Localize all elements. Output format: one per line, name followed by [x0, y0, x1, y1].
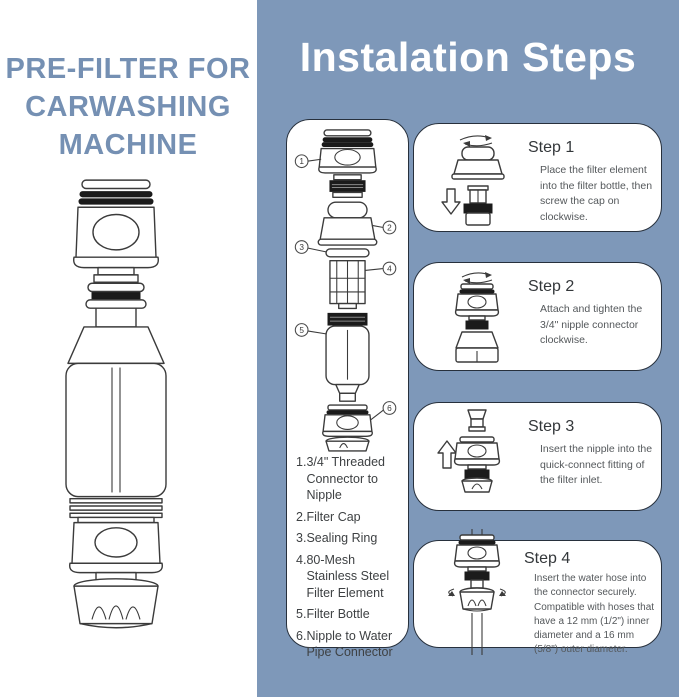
part3-ring-drawing	[325, 248, 370, 258]
part-name: Nipple to Water Pipe Connector	[306, 628, 393, 660]
step4-title: Step 4	[524, 550, 571, 567]
part1-connector-drawing	[318, 129, 377, 174]
part-number: 6.	[296, 628, 307, 643]
part-number: 5.	[296, 607, 307, 621]
callout-6: 6	[370, 401, 397, 421]
parts-list: 1.3/4" Threaded Connector to Nipple 2.Fi…	[296, 454, 402, 666]
callout-5: 5	[294, 323, 327, 337]
product-title-line1: PRE-FILTER FOR	[5, 53, 251, 85]
svg-text:6: 6	[387, 403, 392, 413]
page-title: Instalation Steps	[299, 34, 637, 80]
step-card-4: Step 4 Insert the water hose into the co…	[413, 529, 662, 655]
bottom-connector-drawing	[69, 516, 163, 629]
rotate-arrow-icon	[461, 272, 493, 284]
step3-title: Step 3	[528, 418, 575, 435]
part-item-5: 5.Filter Bottle	[296, 606, 402, 623]
step3-illustration	[437, 409, 501, 493]
filter-body-drawing	[65, 326, 167, 519]
exploded-view-panel: 1 2 3 4 5 6 1.3/4" Threaded Connector to…	[286, 119, 409, 659]
part-number: 3.	[296, 531, 307, 545]
nipple-drawing	[467, 409, 487, 432]
hose-pipe-drawing	[471, 613, 483, 655]
step-card-1: Step 1 Place the filter element into the…	[413, 123, 662, 232]
part-number: 1.	[296, 455, 307, 469]
rotate-arrow-icon	[448, 588, 506, 597]
callout-1: 1	[294, 154, 322, 169]
step2-text: Step 2 Attach and tighten the 3/4" nippl…	[528, 278, 654, 349]
svg-text:2: 2	[387, 222, 392, 232]
step1-illustration	[441, 135, 505, 226]
part-item-1: 1.3/4" Threaded Connector to Nipple	[296, 454, 402, 504]
part-number: 4.	[296, 552, 307, 567]
svg-text:1: 1	[299, 156, 304, 166]
step4-text: Step 4 Insert the water hose into the co…	[524, 550, 656, 658]
bottle-top-drawing	[455, 331, 499, 363]
svg-text:5: 5	[299, 325, 304, 335]
part-name: 3/4" Threaded Connector to Nipple	[306, 455, 386, 502]
part-name: Filter Bottle	[306, 607, 370, 621]
quick-connect-drawing	[453, 436, 501, 493]
callout-3: 3	[294, 240, 327, 254]
assembled-filter-illustration	[65, 179, 167, 629]
step2-body: Attach and tighten the 3/4" nipple conne…	[540, 303, 643, 346]
step4-body: Insert the water hose into the connector…	[534, 573, 655, 656]
product-title-line2: CARWASHING	[25, 91, 231, 123]
part-item-2: 2.Filter Cap	[296, 509, 402, 526]
part2-cap-drawing	[317, 201, 378, 246]
step-card-2: Step 2 Attach and tighten the 3/4" nippl…	[413, 262, 662, 371]
filter-cap-drawing	[451, 146, 505, 180]
step2-illustration	[454, 272, 500, 363]
hose-nut-drawing	[459, 587, 495, 612]
callout-4: 4	[365, 261, 397, 276]
connector-drawing	[454, 283, 500, 330]
step3-text: Step 3 Insert the nipple into the quick-…	[528, 418, 654, 489]
part6-connector-drawing	[322, 404, 373, 452]
connector-drawing	[453, 529, 501, 589]
part-number: 2.	[296, 509, 307, 524]
step3-body: Insert the nipple into the quick-connect…	[540, 443, 653, 486]
svg-text:4: 4	[387, 263, 392, 273]
callout-2: 2	[372, 220, 397, 235]
element-bottle-drawing	[463, 185, 493, 226]
top-connector-drawing	[73, 179, 159, 328]
product-title-line3: MACHINE	[58, 129, 198, 161]
part-item-4: 4.80-Mesh Stainless Steel Filter Element	[296, 552, 402, 602]
svg-text:3: 3	[299, 242, 304, 252]
part-name: 80-Mesh Stainless Steel Filter Element	[306, 552, 390, 600]
product-title: PRE-FILTER FOR CARWASHING MACHINE	[0, 50, 256, 164]
threaded-nipple-drawing	[329, 174, 366, 198]
step2-title: Step 2	[528, 278, 575, 295]
step4-illustration	[448, 529, 506, 655]
exploded-diagram: 1 2 3 4 5 6	[294, 129, 397, 452]
part-item-3: 3.Sealing Ring	[296, 530, 402, 547]
part-name: Sealing Ring	[306, 531, 378, 545]
step-card-3: Step 3 Insert the nipple into the quick-…	[413, 402, 662, 511]
part4-element-drawing	[329, 260, 366, 310]
step1-text: Step 1 Place the filter element into the…	[528, 139, 654, 225]
up-arrow-icon	[437, 440, 457, 469]
part-item-6: 6.Nipple to Water Pipe Connector	[296, 628, 402, 661]
step1-title: Step 1	[528, 139, 575, 156]
part-name: Filter Cap	[306, 509, 361, 524]
step1-body: Place the filter element into the filter…	[540, 164, 653, 223]
part5-bottle-drawing	[325, 312, 370, 402]
rotate-arrow-icon	[459, 135, 493, 147]
down-arrow-icon	[441, 188, 461, 215]
